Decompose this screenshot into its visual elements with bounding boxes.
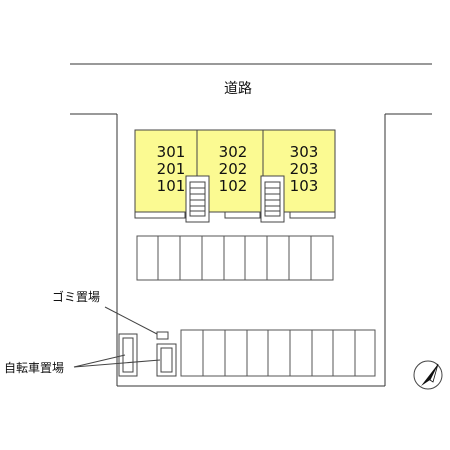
unit-label: 301 <box>157 143 186 161</box>
staircase-1 <box>185 175 210 223</box>
staircase-2 <box>260 175 285 223</box>
parking-space <box>223 235 246 281</box>
parking-row-lower <box>180 329 376 377</box>
parking-space <box>354 329 376 377</box>
garbage-label: ゴミ置場 <box>52 289 100 304</box>
parking-space <box>289 329 313 377</box>
parking-space <box>310 235 334 281</box>
unit-label: 101 <box>157 177 186 195</box>
north-arrow-icon <box>413 360 443 390</box>
unit-label: 303 <box>290 143 319 161</box>
parking-space <box>288 235 312 281</box>
unit-label: 103 <box>290 177 319 195</box>
parking-row-upper <box>136 235 334 281</box>
parking-space <box>244 235 268 281</box>
unit-label: 202 <box>219 160 248 178</box>
veranda-3 <box>289 211 336 219</box>
parking-space <box>332 329 356 377</box>
parking-space <box>136 235 159 281</box>
parking-space <box>311 329 334 377</box>
parking-space <box>246 329 269 377</box>
parking-space <box>202 329 226 377</box>
road-label: 道路 <box>224 81 252 97</box>
bicycle-label: 自転車置場 <box>4 361 64 375</box>
parking-space <box>224 329 248 377</box>
bicycle-parking <box>118 333 177 377</box>
unit-label: 201 <box>157 160 186 178</box>
parking-space <box>201 235 225 281</box>
unit-label: 203 <box>290 160 319 178</box>
parking-space <box>266 235 290 281</box>
parking-space <box>157 235 181 281</box>
unit-label: 302 <box>219 143 248 161</box>
parking-space <box>180 329 204 377</box>
site-boundary <box>116 114 386 387</box>
garbage-area <box>156 331 169 340</box>
building-block: 301 201 101 302 202 102 303 203 103 <box>134 129 336 223</box>
parking-space <box>179 235 203 281</box>
bicycle-leader-line <box>73 359 161 368</box>
garbage-leader-line <box>104 306 158 335</box>
unit-label: 102 <box>219 177 248 195</box>
veranda-1 <box>134 211 186 219</box>
bicycle-leader-line <box>73 354 126 368</box>
parking-space <box>267 329 291 377</box>
veranda-2 <box>224 211 261 219</box>
